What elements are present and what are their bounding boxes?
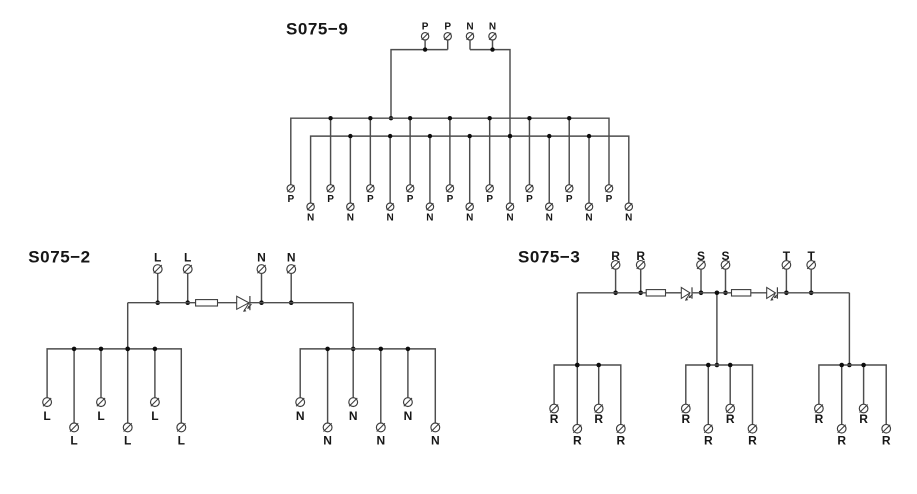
svg-text:S075−2: S075−2 (28, 247, 90, 266)
svg-text:N: N (349, 409, 358, 423)
svg-text:N: N (426, 213, 433, 224)
svg-text:L: L (70, 434, 77, 448)
svg-text:P: P (566, 194, 573, 205)
svg-text:S075−9: S075−9 (286, 20, 348, 39)
svg-text:N: N (585, 213, 592, 224)
svg-text:N: N (466, 213, 473, 224)
svg-text:N: N (287, 251, 296, 265)
svg-text:P: P (422, 21, 429, 32)
svg-text:N: N (625, 213, 632, 224)
svg-text:R: R (636, 249, 645, 263)
svg-text:N: N (546, 213, 553, 224)
svg-text:R: R (611, 249, 620, 263)
svg-text:P: P (526, 194, 533, 205)
svg-text:R: R (748, 433, 757, 447)
svg-text:N: N (307, 213, 314, 224)
svg-text:R: R (815, 412, 824, 426)
svg-text:N: N (387, 213, 394, 224)
svg-text:S: S (697, 249, 705, 263)
svg-text:R: R (726, 412, 735, 426)
svg-text:P: P (444, 21, 451, 32)
svg-text:R: R (681, 412, 690, 426)
svg-text:L: L (97, 409, 104, 423)
svg-text:N: N (431, 434, 440, 448)
svg-text:N: N (376, 434, 385, 448)
svg-text:R: R (550, 412, 559, 426)
svg-text:R: R (882, 433, 891, 447)
svg-text:N: N (506, 213, 513, 224)
svg-text:R: R (704, 433, 713, 447)
svg-text:L: L (154, 251, 161, 265)
svg-text:L: L (151, 409, 158, 423)
svg-text:T: T (808, 249, 816, 263)
svg-text:N: N (489, 21, 496, 32)
svg-text:P: P (367, 194, 374, 205)
svg-text:N: N (257, 251, 266, 265)
svg-text:P: P (327, 194, 334, 205)
svg-text:P: P (407, 194, 414, 205)
svg-text:N: N (296, 409, 305, 423)
svg-text:N: N (347, 213, 354, 224)
svg-text:S075−3: S075−3 (518, 247, 580, 266)
svg-text:L: L (184, 251, 191, 265)
svg-text:N: N (466, 21, 473, 32)
svg-text:T: T (783, 249, 791, 263)
svg-text:R: R (616, 433, 625, 447)
svg-text:P: P (606, 194, 613, 205)
svg-text:S: S (721, 249, 729, 263)
svg-text:N: N (404, 409, 413, 423)
svg-text:R: R (837, 433, 846, 447)
svg-text:L: L (43, 409, 50, 423)
svg-text:R: R (859, 412, 868, 426)
svg-text:R: R (573, 433, 582, 447)
svg-text:R: R (594, 412, 603, 426)
svg-text:P: P (287, 194, 294, 205)
svg-text:N: N (323, 434, 332, 448)
svg-text:P: P (486, 194, 493, 205)
svg-text:P: P (447, 194, 454, 205)
svg-text:L: L (124, 434, 131, 448)
svg-text:L: L (178, 434, 185, 448)
